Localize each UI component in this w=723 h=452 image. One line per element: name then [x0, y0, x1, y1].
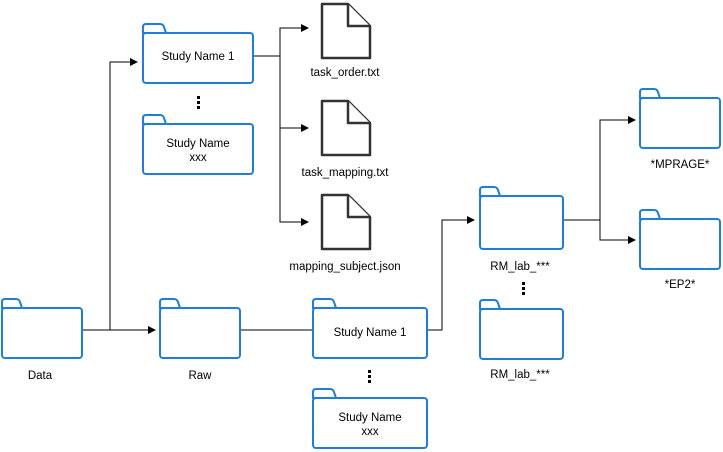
folder-data[interactable]: Data	[1, 298, 83, 382]
folder-icon	[312, 397, 428, 449]
folder-icon	[312, 388, 338, 399]
folder-icon	[142, 23, 168, 34]
label-study-xxx-bottom-line1: Study Name	[338, 412, 401, 424]
edge-rmlab-ep2	[599, 220, 636, 244]
folder-icon	[312, 298, 338, 309]
folder-icon	[142, 123, 254, 175]
file-mapping-subject[interactable]: mapping_subject.json	[289, 193, 401, 273]
label-study-xxx-top-line2: xxx	[189, 152, 207, 164]
folder-study-top[interactable]: Study Name 1	[142, 23, 254, 84]
label-rmlab-bottom: RM_lab_***	[490, 369, 550, 381]
label-data: Data	[28, 370, 53, 382]
label-study-xxx-bottom-line2: xxx	[361, 426, 379, 438]
label-mapping-subject: mapping_subject.json	[289, 261, 400, 273]
folder-rmlab-top[interactable]: RM_lab_***	[479, 186, 564, 273]
folder-mprage[interactable]: *MPRAGE*	[639, 88, 721, 171]
folder-ep2[interactable]: *EP2*	[639, 209, 721, 291]
edge-study-rmlab	[428, 216, 475, 331]
folder-icon	[479, 195, 564, 250]
folder-icon	[639, 88, 662, 99]
file-task-mapping[interactable]: task_mapping.txt	[302, 99, 390, 179]
folder-study-mid[interactable]: Study Name 1	[312, 298, 428, 359]
folder-icon	[159, 298, 182, 309]
label-study-top: Study Name 1	[162, 51, 235, 63]
document-icon	[320, 99, 372, 157]
folder-icon	[639, 209, 662, 220]
ellipsis-rmlab	[522, 282, 525, 295]
document-icon	[320, 193, 372, 251]
label-task-order: task_order.txt	[310, 67, 380, 79]
edge-study-task-mapping	[279, 56, 309, 132]
file-task-order[interactable]: task_order.txt	[310, 2, 380, 79]
folder-icon	[479, 299, 502, 310]
folder-icon	[1, 307, 83, 359]
folder-icon	[479, 308, 564, 360]
ellipsis-study-top	[197, 96, 200, 109]
folder-icon	[159, 307, 241, 359]
folder-icon	[142, 32, 254, 84]
folder-study-xxx-top[interactable]: Study Name xxx	[142, 114, 254, 175]
edge-rmlab-mprage	[564, 116, 636, 221]
label-raw: Raw	[188, 370, 212, 382]
label-task-mapping: task_mapping.txt	[302, 167, 390, 179]
folder-study-xxx-bottom[interactable]: Study Name xxx	[312, 388, 428, 449]
label-rmlab-top: RM_lab_***	[490, 261, 550, 273]
folder-icon	[312, 307, 428, 359]
edge-study-task-order	[254, 24, 309, 57]
folder-icon	[1, 298, 24, 309]
folder-icon	[142, 114, 168, 125]
label-study-xxx-top-line1: Study Name	[166, 138, 229, 150]
label-study-mid: Study Name 1	[334, 327, 407, 339]
edge-data-study-top	[109, 58, 138, 330]
folder-raw[interactable]: Raw	[159, 298, 241, 382]
folder-rmlab-bottom[interactable]: RM_lab_***	[479, 299, 564, 381]
edge-study-mapping-subject	[279, 128, 309, 226]
document-icon	[320, 2, 372, 60]
ellipsis-study-mid	[368, 370, 371, 383]
label-ep2: *EP2*	[665, 279, 696, 291]
folder-icon	[479, 186, 502, 197]
folder-icon	[639, 218, 721, 270]
folder-icon	[639, 97, 721, 149]
connectors	[82, 24, 636, 334]
label-mprage: *MPRAGE*	[651, 159, 710, 171]
